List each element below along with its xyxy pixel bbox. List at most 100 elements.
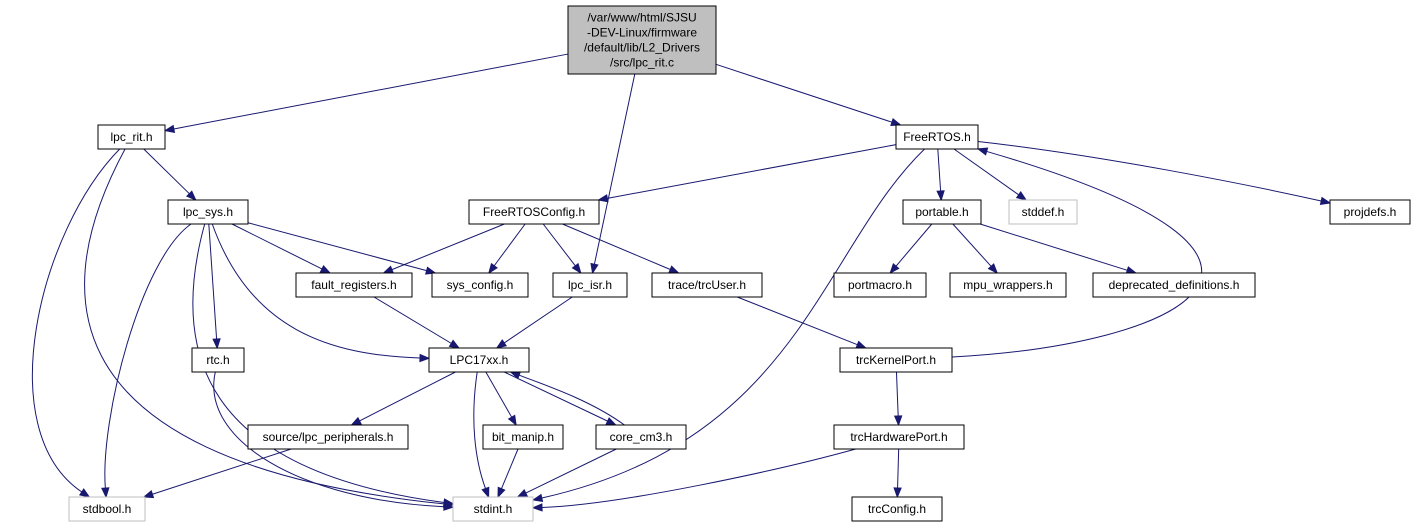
node-trchardwareport-h[interactable]: trcHardwarePort.h [833, 424, 965, 450]
edge-trckernelport_h-to-freertos_h [951, 147, 1203, 358]
edge-lpc_sys_h-to-sys_config_h [247, 222, 437, 275]
node-source-lpc-peripherals-h[interactable]: source/lpc_peripherals.h [247, 424, 409, 450]
edge-line [208, 223, 218, 340]
node-label: FreeRTOS.h [903, 130, 971, 144]
node-freertosconfig-h[interactable]: FreeRTOSConfig.h [468, 199, 600, 225]
edge-line [503, 296, 573, 344]
edge-freertosconfig_h-to-trcuser_h [562, 223, 680, 274]
node-label: lpc_rit.h [110, 130, 152, 144]
arrowhead-icon [186, 190, 197, 201]
edge-trckernelport_h-to-trchardwareport_h [893, 371, 903, 427]
edge-line [737, 296, 858, 346]
arrowhead-icon [889, 263, 900, 275]
node-box [295, 272, 413, 298]
node-label: source/lpc_peripherals.h [263, 430, 394, 444]
arrowhead-icon [163, 124, 176, 134]
edge-line [213, 371, 445, 508]
node-label: core_cm3.h [610, 430, 673, 444]
node-lpc-isr-h[interactable]: lpc_isr.h [552, 272, 628, 298]
arrowhead-icon [448, 339, 461, 349]
edge-line [104, 223, 192, 489]
node-projdefs-h[interactable]: projdefs.h [1329, 199, 1411, 225]
node-label: rtc.h [206, 353, 229, 367]
node-lpc-sys-h[interactable]: lpc_sys.h [167, 199, 249, 225]
edge-freertos_h-to-portable_h [936, 148, 945, 202]
edge-trchardwareport_h-to-stdint_h [531, 448, 856, 512]
node-box [902, 199, 982, 225]
edge-portable_h-to-portmacro_h [889, 223, 933, 275]
node-label: bit_manip.h [492, 430, 554, 444]
edge-core_cm3_h-to-stdint_h [516, 448, 617, 498]
edge-line [715, 63, 893, 123]
node-box [895, 124, 979, 150]
node-rtc-h[interactable]: rtc.h [191, 347, 245, 373]
node-mpu-wrappers-h[interactable]: mpu_wrappers.h [949, 272, 1067, 298]
edge-line [231, 223, 323, 270]
arrowhead-icon [531, 493, 544, 503]
arrowhead-icon [382, 265, 394, 274]
edge-root-to-lpc_rit_h [163, 53, 569, 134]
node-box [68, 496, 146, 522]
edge-portable_h-to-deprecated_definitions_h [979, 223, 1138, 275]
node-lpc-rit-h[interactable]: lpc_rit.h [97, 124, 166, 150]
edge-line [373, 296, 452, 344]
node-root[interactable]: /var/www/html/SJSU-DEV-Linux/firmware/de… [567, 5, 717, 75]
node-box [247, 424, 409, 450]
edge-line [562, 223, 671, 270]
arrowhead-icon [481, 486, 490, 499]
node-portable-h[interactable]: portable.h [902, 199, 982, 225]
node-label: trcHardwarePort.h [850, 430, 947, 444]
edge-lpc17xx_h-to-bit_manip_h [485, 371, 517, 427]
node-fault-registers-h[interactable]: fault_registers.h [295, 272, 413, 298]
edge-line [607, 144, 897, 199]
arrowhead-icon [212, 338, 221, 350]
edge-trcuser_h-to-trckernelport_h [737, 296, 868, 349]
node-trcuser-h[interactable]: trace/trcUser.h [651, 272, 763, 298]
node-core-cm3-h[interactable]: core_cm3.h [595, 424, 687, 450]
node-label: /src/lpc_rit.c [610, 56, 674, 70]
edge-lpc17xx_h-to-stdint_h [473, 371, 490, 499]
node-freertos-h[interactable]: FreeRTOS.h [895, 124, 979, 150]
node-box [431, 272, 529, 298]
node-portmacro-h[interactable]: portmacro.h [833, 272, 927, 298]
node-stdbool-h[interactable]: stdbool.h [68, 496, 146, 522]
edge-lpc_isr_h-to-lpc17xx_h [495, 296, 573, 349]
edge-lpc17xx_h-to-core_cm3_h [504, 371, 617, 426]
node-lpc17xx-h[interactable]: LPC17xx.h [428, 347, 530, 373]
edge-line [897, 448, 900, 489]
node-box [1092, 272, 1256, 298]
arrowhead-icon [668, 265, 680, 274]
arrowhead-icon [488, 262, 498, 275]
node-label: deprecated_definitions.h [1109, 278, 1240, 292]
edge-lpc_rit_h-to-stdint_h [84, 148, 455, 509]
edge-core_cm3_h-to-lpc17xx_h [509, 371, 625, 426]
node-box [1008, 199, 1078, 225]
node-trckernelport-h[interactable]: trcKernelPort.h [839, 347, 953, 373]
node-bit-manip-h[interactable]: bit_manip.h [482, 424, 564, 450]
node-trcconfig-h[interactable]: trcConfig.h [851, 496, 943, 522]
node-box [833, 424, 965, 450]
edge-line [211, 223, 421, 359]
node-label: -DEV-Linux/firmware [587, 26, 697, 40]
node-stdint-h[interactable]: stdint.h [452, 496, 534, 522]
arrowhead-icon [319, 264, 332, 274]
node-deprecated-definitions-h[interactable]: deprecated_definitions.h [1092, 272, 1256, 298]
edge-line [895, 371, 899, 417]
node-box [595, 424, 687, 450]
edge-freertosconfig_h-to-sys_config_h [488, 223, 526, 275]
arrowhead-icon [597, 194, 609, 203]
arrowhead-icon [605, 417, 617, 426]
node-label: FreeRTOSConfig.h [483, 205, 585, 219]
edge-line [359, 371, 456, 422]
node-stddef-h[interactable]: stddef.h [1008, 199, 1078, 225]
node-label: fault_registers.h [311, 278, 396, 292]
arrowhead-icon [101, 487, 110, 499]
edge-freertosconfig_h-to-fault_registers_h [382, 223, 505, 274]
arrowhead-icon [571, 262, 582, 275]
node-label: mpu_wrappers.h [963, 278, 1052, 292]
node-box [833, 272, 927, 298]
node-sys-config-h[interactable]: sys_config.h [431, 272, 529, 298]
edge-freertos_h-to-freertosconfig_h [597, 144, 897, 203]
arrowhead-icon [443, 502, 455, 511]
